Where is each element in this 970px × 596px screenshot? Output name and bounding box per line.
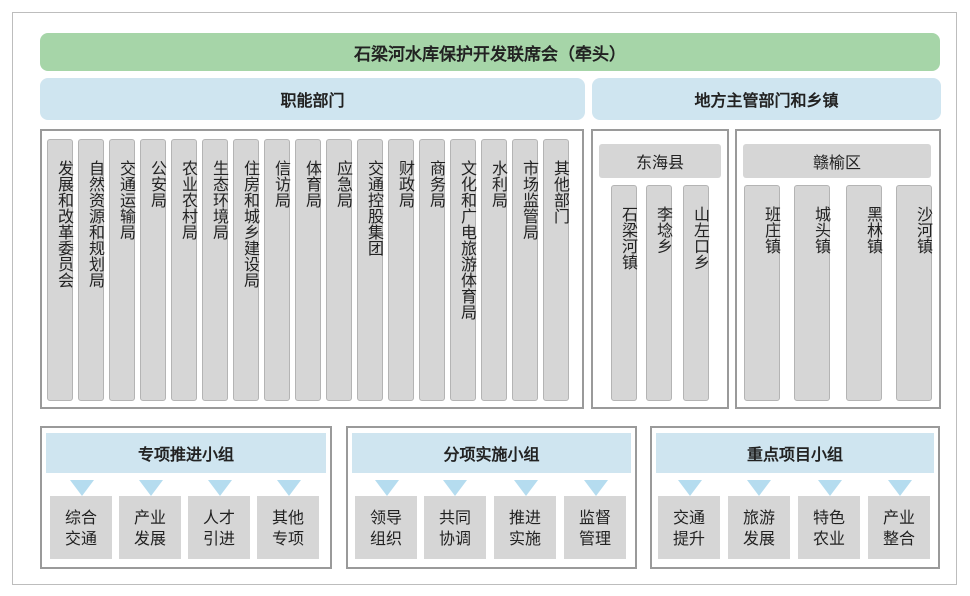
group-item: 产业发展	[119, 496, 181, 559]
local-authorities-header: 地方主管部门和乡镇	[592, 78, 941, 120]
department-column: 发展和改革委员会	[47, 139, 74, 401]
department-column: 商务局	[419, 139, 446, 401]
down-arrow-icon	[277, 480, 301, 496]
group-item: 领导组织	[355, 496, 417, 559]
down-arrow-icon	[70, 480, 94, 496]
down-arrow-icon	[208, 480, 232, 496]
down-arrow-icon	[375, 480, 399, 496]
department-column: 交通运输局	[109, 139, 136, 401]
group-header: 分项实施小组	[352, 433, 631, 473]
department-column: 水利局	[481, 139, 508, 401]
department-column: 农业农村局	[171, 139, 198, 401]
group-item: 推进实施	[494, 496, 556, 559]
town-column: 黑林镇	[846, 185, 883, 401]
town-column: 李埝乡	[646, 185, 673, 401]
group-item: 共同协调	[424, 496, 486, 559]
department-column: 信访局	[264, 139, 291, 401]
group-header: 重点项目小组	[656, 433, 934, 473]
department-column: 生态环境局	[202, 139, 229, 401]
down-arrow-icon	[443, 480, 467, 496]
group-item: 特色农业	[798, 496, 860, 559]
department-column: 文化和广电旅游体育局	[450, 139, 477, 401]
town-column: 班庄镇	[744, 185, 781, 401]
department-column: 市场监管局	[512, 139, 539, 401]
group-item: 人才引进	[188, 496, 250, 559]
department-column: 体育局	[295, 139, 322, 401]
town-column: 城头镇	[794, 185, 831, 401]
down-arrow-icon	[888, 480, 912, 496]
down-arrow-icon	[818, 480, 842, 496]
department-column: 交通控股集团	[357, 139, 384, 401]
group-item: 产业整合	[868, 496, 930, 559]
donghai-county-label: 东海县	[599, 144, 721, 178]
group-item: 综合交通	[50, 496, 112, 559]
down-arrow-icon	[139, 480, 163, 496]
town-column: 沙河镇	[896, 185, 933, 401]
department-column: 自然资源和规划局	[78, 139, 105, 401]
department-column: 住房和城乡建设局	[233, 139, 260, 401]
town-column: 石梁河镇	[611, 185, 638, 401]
joint-meeting-header: 石梁河水库保护开发联席会（牵头）	[40, 33, 940, 71]
group-item: 监督管理	[564, 496, 626, 559]
down-arrow-icon	[584, 480, 608, 496]
down-arrow-icon	[514, 480, 538, 496]
department-column: 财政局	[388, 139, 415, 401]
department-column: 公安局	[140, 139, 167, 401]
group-item: 其他专项	[257, 496, 319, 559]
down-arrow-icon	[747, 480, 771, 496]
ganyu-district-label: 赣榆区	[743, 144, 931, 178]
down-arrow-icon	[678, 480, 702, 496]
functional-departments-header: 职能部门	[40, 78, 585, 120]
group-header: 专项推进小组	[46, 433, 326, 473]
group-item: 旅游发展	[728, 496, 790, 559]
department-column: 应急局	[326, 139, 353, 401]
department-column: 其他部门	[543, 139, 570, 401]
outer-frame	[12, 12, 957, 585]
town-column: 山左口乡	[683, 185, 710, 401]
group-item: 交通提升	[658, 496, 720, 559]
